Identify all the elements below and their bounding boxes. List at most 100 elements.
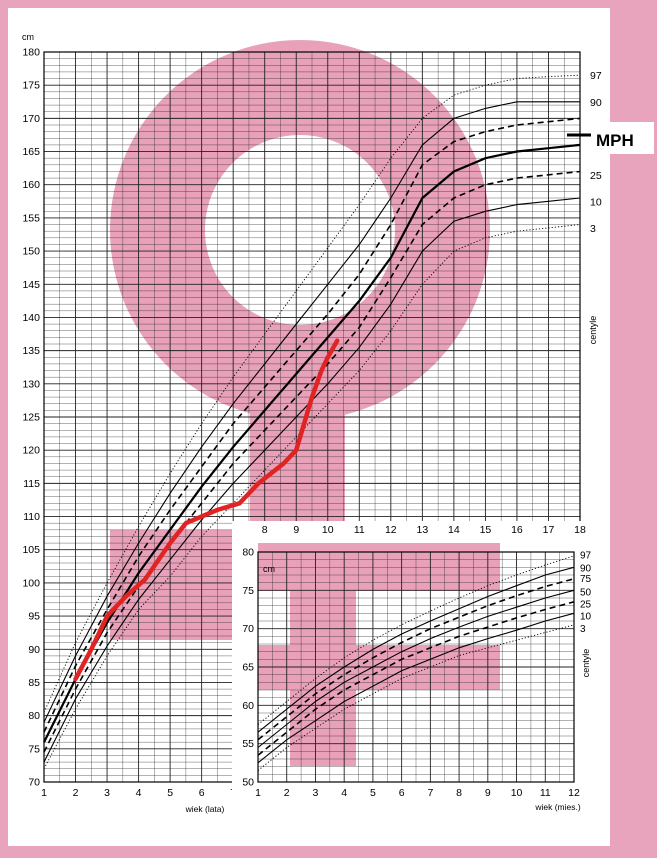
x-tick-label: 2 [73, 787, 79, 799]
centile-label: 3 [590, 223, 596, 235]
x-tick-label: 12 [385, 524, 397, 536]
inset-x-tick-label: 6 [399, 787, 405, 799]
inset-x-tick-label: 1 [255, 787, 261, 799]
inset-y-axis-label: cm [263, 564, 275, 574]
inset-x-tick-label: 7 [427, 787, 433, 799]
inset-y-tick-label: 80 [242, 547, 254, 559]
centile-line-3 [257, 624, 575, 771]
y-tick-label: 90 [28, 644, 40, 656]
x-tick-label: 6 [199, 787, 205, 799]
y-tick-label: 175 [22, 80, 40, 92]
inset-centile-label: 75 [580, 574, 592, 585]
centile-line-75 [257, 578, 575, 741]
inset-x-axis-label: wiek (mies.) [534, 802, 581, 812]
centile-label: 90 [590, 97, 602, 109]
y-tick-label: 165 [22, 146, 40, 158]
centile-line-10 [257, 612, 575, 764]
inset-y-tick-label: 75 [242, 585, 254, 597]
inset-y-tick-label: 50 [242, 777, 254, 789]
inset-centile-label: 10 [580, 612, 592, 623]
y-tick-label: 95 [28, 611, 40, 623]
y-tick-label: 80 [28, 710, 40, 722]
mph-marker: MPH [567, 122, 654, 154]
x-tick-label: 17 [543, 524, 555, 536]
centile-line-75 [43, 117, 581, 733]
centile-label: 25 [590, 170, 602, 182]
x-tick-label: 10 [322, 524, 334, 536]
y-tick-label: 115 [23, 478, 40, 490]
inset-x-tick-label: 11 [540, 787, 551, 799]
inset-x-tick-label: 4 [341, 787, 347, 799]
mph-label: MPH [596, 131, 634, 150]
y-tick-label: 150 [22, 246, 40, 258]
y-tick-label: 110 [23, 511, 40, 523]
x-tick-label: 18 [574, 524, 586, 536]
x-tick-label: 3 [104, 787, 110, 799]
centile-line-50 [257, 589, 575, 748]
centile-line-90 [257, 566, 575, 733]
inset-centiles-axis-label: centyle [581, 649, 591, 678]
centile-line-3 [43, 224, 581, 769]
y-tick-label: 135 [22, 345, 40, 357]
x-tick-label: 11 [354, 524, 365, 536]
inset-x-tick-label: 3 [313, 787, 319, 799]
y-tick-label: 160 [22, 179, 40, 191]
centile-line-25 [43, 170, 581, 753]
y-tick-label: 155 [22, 212, 40, 224]
inset-x-tick-label: 12 [568, 787, 580, 799]
x-tick-label: 5 [167, 787, 173, 799]
main-centiles-axis-label: centyle [588, 316, 598, 345]
inset-centile-label: 3 [580, 624, 586, 635]
y-tick-label: 105 [22, 544, 40, 556]
main-chart-series [43, 74, 581, 769]
y-tick-label: 140 [22, 312, 40, 324]
mph-label-box [588, 122, 654, 154]
y-tick-label: 85 [28, 677, 40, 689]
centile-line-97 [43, 74, 581, 713]
x-tick-label: 13 [417, 524, 429, 536]
y-tick-label: 125 [22, 412, 40, 424]
inset-x-tick-label: 5 [370, 787, 376, 799]
y-tick-label: 130 [22, 378, 40, 390]
x-tick-label: 16 [511, 524, 523, 536]
x-tick-label: 1 [41, 787, 47, 799]
inset-centile-label: 50 [580, 588, 592, 599]
inset-centile-label: 97 [580, 551, 592, 562]
inset-x-tick-label: 9 [485, 787, 491, 799]
inset-centile-label: 25 [580, 600, 592, 611]
inset-y-tick-label: 55 [242, 738, 254, 750]
inset-chart-series [257, 555, 575, 771]
y-tick-label: 70 [28, 777, 40, 789]
centile-label: 10 [590, 196, 602, 208]
main-x-axis-label: wiek (lata) [185, 804, 225, 814]
inset-y-tick-label: 65 [242, 662, 254, 674]
inset-x-tick-label: 8 [456, 787, 462, 799]
x-tick-label: 15 [480, 524, 492, 536]
centile-line-25 [257, 601, 575, 756]
inset-x-tick-label: 2 [284, 787, 290, 799]
y-tick-label: 100 [22, 577, 40, 589]
inset-x-tick-label: 10 [511, 787, 523, 799]
centile-label: 97 [590, 70, 602, 82]
x-tick-label: 9 [293, 524, 299, 536]
inset-y-tick-label: 60 [242, 700, 254, 712]
x-tick-label: 14 [448, 524, 460, 536]
patient-line [73, 338, 340, 682]
inset-y-tick-label: 70 [242, 623, 254, 635]
y-tick-label: 75 [28, 743, 40, 755]
inset-centile-label: 90 [580, 563, 592, 574]
centile-line-50 [43, 143, 581, 743]
y-tick-label: 170 [22, 113, 40, 125]
inset-plot-border [257, 551, 575, 783]
y-tick-label: 145 [22, 279, 40, 291]
y-tick-label: 120 [22, 445, 40, 457]
centile-line-97 [257, 555, 575, 725]
centile-line-90 [43, 101, 580, 723]
inset-chart-grid [257, 551, 575, 783]
